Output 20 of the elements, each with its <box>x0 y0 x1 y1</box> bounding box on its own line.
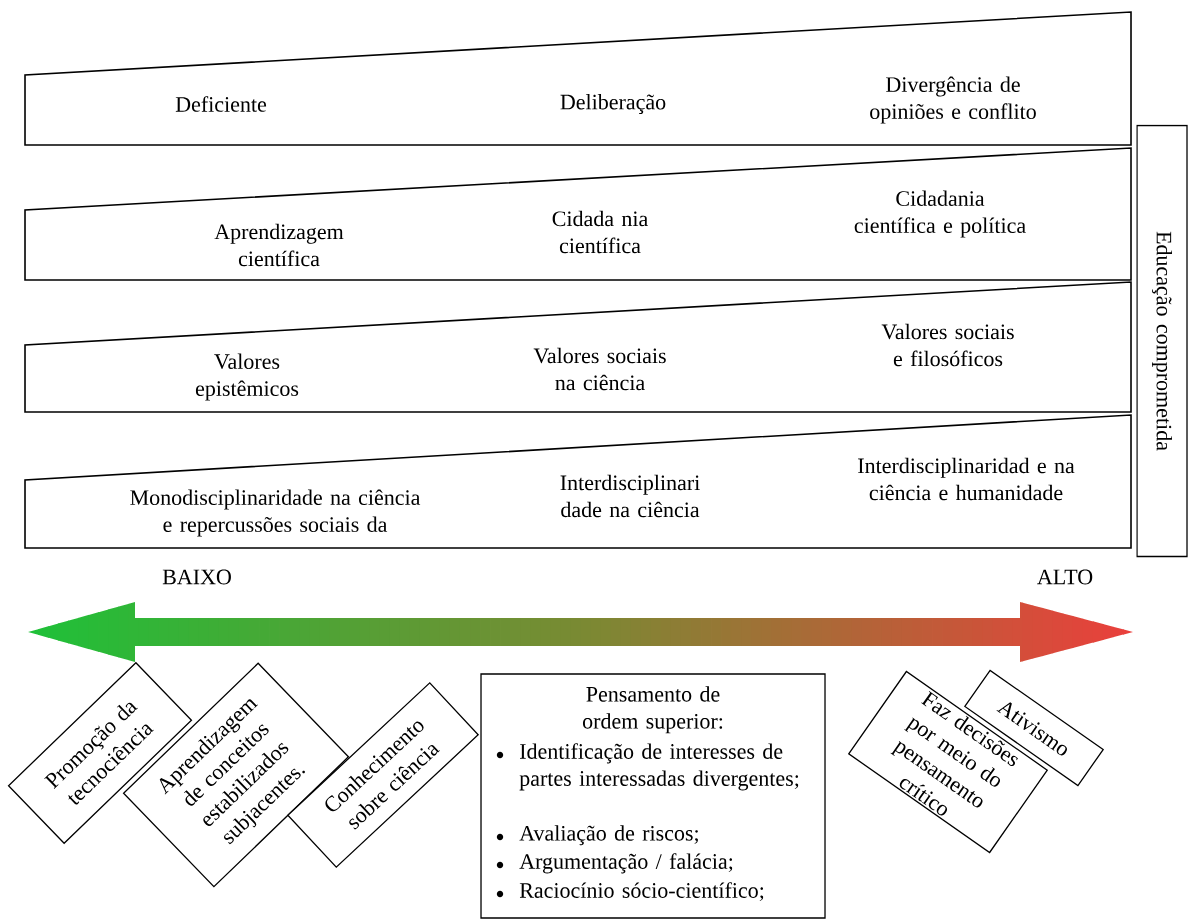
band-text: Deficiente <box>175 96 267 112</box>
box-heading: Pensamento de ordem superior: <box>582 686 723 734</box>
bullet-item: Argumentação / falácia; <box>519 853 733 874</box>
band-text: Cidada nia científica <box>552 210 648 254</box>
bullet-item: Raciocínio sócio-científico; <box>519 882 764 902</box>
band-text: Valores epistêmicos <box>195 353 299 401</box>
band-text: Divergência de opiniões e conflito <box>870 76 1036 124</box>
scale-label: BAIXO <box>162 569 231 585</box>
vertical-label-box: Educação comprometida <box>1136 124 1188 558</box>
band-text: Valores sociais e filosóficos <box>881 323 1014 367</box>
band-text: Valores sociais na ciência <box>533 347 666 391</box>
band-text: Interdisciplinari dade na ciência <box>560 474 700 518</box>
band-text: Monodisciplinaridade na ciência e repercussões sociais da <box>130 489 421 537</box>
scale-label: ALTO <box>1037 569 1093 585</box>
band-text: Interdisciplinaridad e na ciência e humanidade <box>858 457 1075 501</box>
band-text: Aprendizagem científica <box>214 223 344 267</box>
band-text: Cidadania científica e política <box>854 190 1026 238</box>
bullet-item: Identificação de interesses de partes interessadas divergentes; <box>519 743 799 791</box>
band-text: Deliberação <box>560 94 666 114</box>
bullet-item: Avaliação de riscos; <box>519 825 698 846</box>
